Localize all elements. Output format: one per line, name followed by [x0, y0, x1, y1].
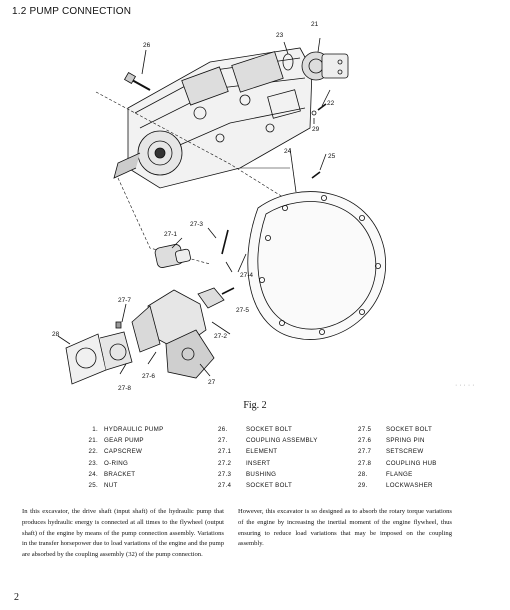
part-number: 27.3: [218, 470, 232, 478]
callout-21: 21: [311, 21, 319, 28]
part-number: 28.: [358, 470, 368, 478]
part-number: 1.: [92, 426, 98, 434]
callout-26: 26: [143, 42, 151, 49]
part-name: FLANGE: [386, 470, 413, 478]
part-number: 26.: [218, 426, 228, 434]
part-number: 27.6: [358, 437, 372, 445]
callout-28: 28: [52, 331, 60, 338]
part-name: LOCKWASHER: [386, 482, 433, 490]
callout-23: 23: [276, 32, 284, 39]
callout-27-6: 27-6: [142, 373, 155, 380]
parts-row: 1. HYDRAULIC PUMP 26. SOCKET BOLT 27.5 SOCK…: [78, 424, 498, 435]
callout-22: 22: [327, 100, 335, 107]
part-name: SOCKET BOLT: [246, 482, 293, 490]
lockwasher-drawing: [311, 110, 317, 116]
part-name: CAPSCREW: [104, 448, 143, 456]
part-name: NUT: [104, 482, 118, 490]
element-drawing: [154, 244, 191, 268]
callout-27-1: 27-1: [164, 231, 177, 238]
part-name: BRACKET: [104, 470, 136, 478]
part-name: SPRING PIN: [386, 437, 425, 445]
part-number: 25.: [88, 482, 98, 490]
figure-caption: Fig. 2: [243, 400, 267, 411]
callout-27-4: 27-4: [240, 272, 253, 279]
parts-row: 25. NUT 27.4 SOCKET BOLT 29. LOCKWASHER: [78, 480, 498, 491]
part-name: O-RING: [104, 459, 129, 467]
part-number: 27.1: [218, 448, 232, 456]
callout-24: 24: [284, 148, 292, 155]
part-number: 27.7: [358, 448, 372, 456]
nut-drawing: [311, 171, 321, 179]
part-name: BUSHING: [246, 470, 277, 478]
gear-pump-drawing: [301, 51, 349, 81]
part-name: COUPLING ASSEMBLY: [246, 437, 318, 445]
part-number: 23.: [88, 459, 98, 467]
section-title: 1.2 PUMP CONNECTION: [12, 6, 132, 17]
part-number: 27.2: [218, 459, 232, 467]
callout-27-7: 27-7: [118, 297, 131, 304]
part-name: SOCKET BOLT: [386, 426, 433, 434]
callout-27-8: 27-8: [118, 385, 131, 392]
socket-bolt-26-drawing: [123, 71, 151, 91]
part-number: 27.: [218, 437, 228, 445]
part-number: 27.8: [358, 459, 372, 467]
hydraulic-pump-drawing: [113, 47, 313, 189]
callout-27-2: 27-2: [214, 333, 227, 340]
body-paragraph-left: In this excavator, the drive shaft (inpu…: [22, 508, 224, 559]
part-number: 22.: [88, 448, 98, 456]
parts-row: 21. GEAR PUMP 27. COUPLING ASSEMBLY 27.6 SP…: [78, 435, 498, 446]
callout-27-5: 27-5: [236, 307, 249, 314]
part-number: 21.: [88, 437, 98, 445]
part-name: SOCKET BOLT: [246, 426, 293, 434]
parts-row: 23. O-RING 27.2 INSERT 27.8 COUPLING HUB: [78, 458, 498, 469]
part-name: ELEMENT: [246, 448, 278, 456]
callout-25: 25: [328, 153, 336, 160]
parts-row: 22. CAPSCREW 27.1 ELEMENT 27.7 SETSCREW: [78, 446, 498, 457]
bracket-drawing: [247, 191, 386, 340]
page-number: 2: [14, 592, 19, 603]
parts-row: 24. BRACKET 27.3 BUSHING 28. FLANGE: [78, 469, 498, 480]
part-number: 27.4: [218, 482, 232, 490]
part-name: COUPLING HUB: [386, 459, 437, 467]
part-name: SETSCREW: [386, 448, 424, 456]
flange-drawing: [65, 331, 133, 385]
part-number: 24.: [88, 470, 98, 478]
part-name: GEAR PUMP: [104, 437, 144, 445]
part-number: 27.5: [358, 426, 372, 434]
body-paragraph-right: However, this excavator is so designed a…: [238, 508, 452, 548]
part-number: 29.: [358, 482, 368, 490]
callout-27: 27: [208, 379, 216, 386]
margin-mark: · · · · ·: [455, 382, 475, 389]
callout-27-3: 27-3: [190, 221, 203, 228]
callout-29: 29: [312, 126, 320, 133]
part-name: INSERT: [246, 459, 271, 467]
pump-connection-exploded-diagram: 21 22 23 24 25 26 27 27-1 27-2 27-3 27-4…: [52, 21, 386, 392]
capscrew-drawing: [317, 103, 327, 111]
part-name: HYDRAULIC PUMP: [104, 426, 164, 434]
